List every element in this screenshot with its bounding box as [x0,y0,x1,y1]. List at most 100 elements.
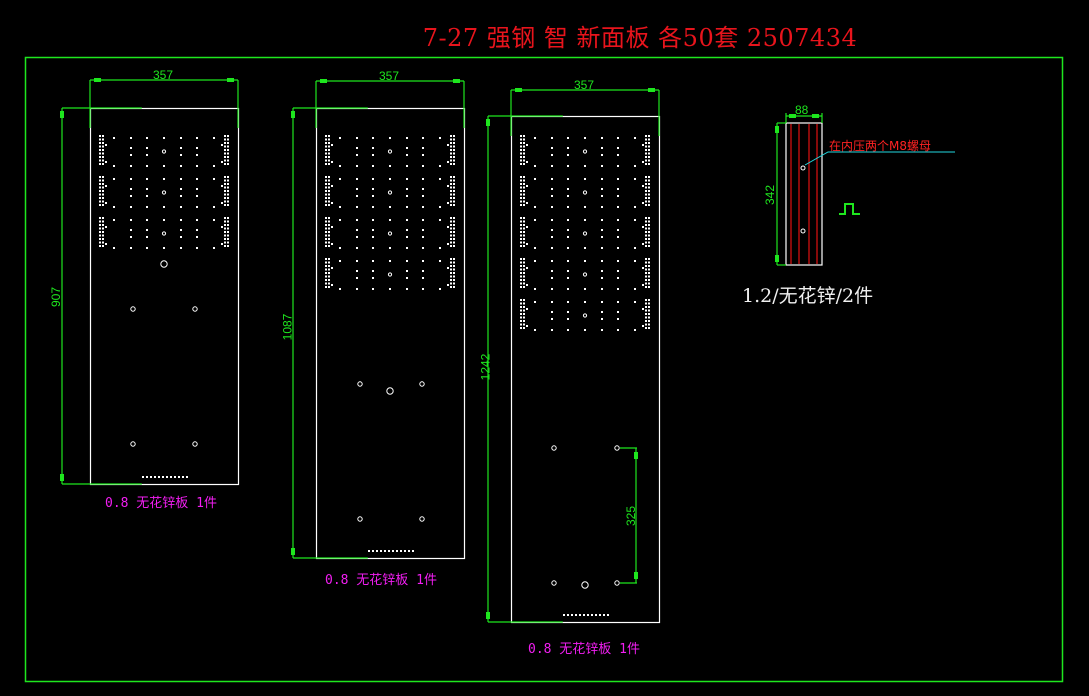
dimension-arrow [453,79,460,83]
perforation-dot [450,138,452,141]
perforation-dot [227,183,229,185]
perforation-dot [584,329,586,331]
perforation-dot [328,138,330,141]
mounting-hole [192,306,198,312]
perforation-dot [325,190,327,192]
perforation-dot [523,159,525,162]
perforation-dot [601,277,603,279]
perforation-dot [422,288,424,290]
perforation-dot [227,138,229,141]
perforation-dot [221,243,223,245]
bottom-slot [170,476,172,478]
perforation-dot [325,159,327,162]
perforation-dot [520,323,522,326]
perforation-dot [339,178,341,180]
perforation-dot [534,206,536,208]
bottom-slot [186,476,188,478]
perforation-dot [224,179,226,182]
strip-material-label: 1.2/无花锌/2件 [742,285,874,307]
perforation-dot [645,238,647,240]
perforation-dot [617,288,619,290]
perforation-dot [372,277,374,279]
perforation-dot [520,163,522,165]
perforation-dot [99,245,101,247]
perforation-dot [328,217,330,219]
perforation-dot [450,227,452,230]
perforation-dot [196,165,198,167]
perforation-dot [523,163,525,165]
perforation-dot [325,197,327,199]
perforation-dot [163,206,165,208]
perforation-dot [450,261,452,264]
perforation-dot [520,135,522,137]
perforation-dot [372,236,374,238]
perforation-dot [520,190,522,192]
perforation-dot [520,179,522,182]
perforation-dot [331,226,333,228]
perforation-dot [526,226,528,228]
perforation-dot [450,224,452,226]
perforation-dot [645,204,647,206]
perforation-dot [648,327,650,329]
perforation-dot [180,147,182,149]
perforation-dot [102,142,104,144]
perforation-dot [325,275,327,278]
perforation-dot [520,204,522,206]
perforation-dot [102,197,104,199]
perforation-dot [526,284,528,286]
perforation-dot [439,260,441,262]
perforation-dot [447,202,449,204]
dimension-arrow [789,114,796,118]
perforation-dot [180,247,182,249]
bottom-slot [404,550,406,552]
perforation-dot [648,245,650,247]
perforation-dot [447,161,449,163]
perforation-dot [406,154,408,156]
perforation-dot [213,137,215,139]
perforation-dot [422,270,424,272]
perforation-dot [227,217,229,219]
perforation-dot [648,238,650,240]
perforation-dot [645,327,647,329]
perforation-dot [567,247,569,249]
perforation-dot [224,241,226,244]
perforation-dot [224,138,226,141]
perforation-dot [213,178,215,180]
perforation-dot [645,149,647,151]
perforation-dot [422,206,424,208]
perforation-dot [328,279,330,281]
perforation-dot [520,286,522,288]
perforation-dot [356,277,358,279]
perforation-dot [439,178,441,180]
perforation-dot [523,323,525,326]
perforation-dot [99,159,101,162]
dimension-arrow [94,78,101,82]
perforation-dot [372,195,374,197]
bottom-slot [392,550,394,552]
perforation-dot [224,142,226,144]
perforation-dot [406,277,408,279]
perforation-dot [99,145,101,148]
perforation-dot [224,231,226,233]
perforation-dot [102,217,104,219]
panel-outline [315,107,466,560]
perforation-dot [523,152,525,155]
perforation-dot [227,231,229,233]
perforation-dot [642,226,644,228]
strip-height-dimension: 342 [763,184,778,206]
perforation-dot [102,190,104,192]
perforation-dot [221,202,223,204]
perforation-dot [523,149,525,151]
center-hole [387,272,393,277]
perforation-dot [450,156,452,158]
perforation-dot [520,245,522,247]
perforation-dot [328,268,330,271]
perforation-dot [450,245,452,247]
perforation-dot [551,206,553,208]
perforation-dot [523,245,525,247]
perforation-dot [328,261,330,264]
perforation-dot [645,261,647,264]
perforation-dot [526,243,528,245]
perforation-dot [567,260,569,262]
perforation-dot [227,163,229,165]
